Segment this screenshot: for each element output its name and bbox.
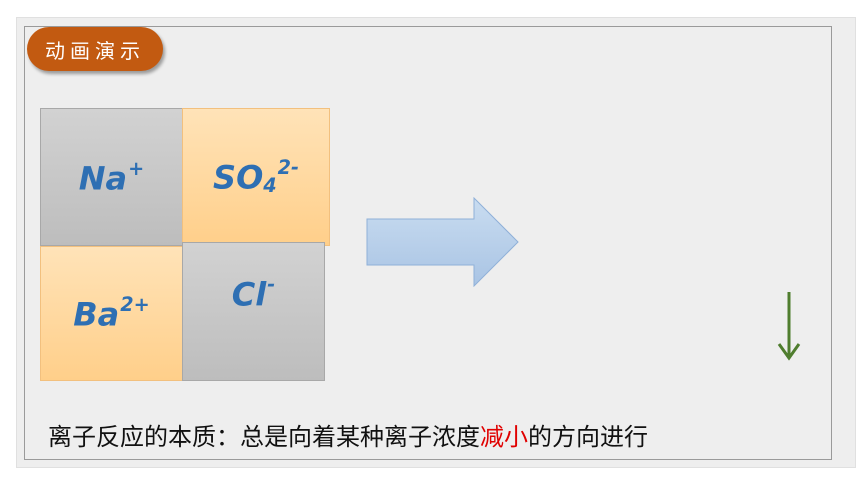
ion-label-chloride: Cl- bbox=[231, 273, 276, 314]
animation-demo-button[interactable]: 动画演示 bbox=[27, 27, 163, 71]
content-frame bbox=[24, 26, 832, 460]
right-arrow-icon bbox=[366, 197, 519, 287]
caption-text: 离子反应的本质：总是向着某种离子浓度减小的方向进行 bbox=[48, 420, 648, 454]
caption-highlight: 减小 bbox=[480, 423, 528, 451]
caption-after: 的方向进行 bbox=[528, 423, 648, 451]
down-arrow-icon bbox=[777, 292, 801, 361]
ion-label-sodium: Na+ bbox=[78, 156, 145, 198]
ion-tile-sulfate[interactable]: SO42- bbox=[182, 108, 330, 246]
ion-label-barium: Ba2+ bbox=[73, 293, 150, 334]
ion-tile-barium[interactable]: Ba2+ bbox=[40, 246, 183, 381]
ion-tile-chloride[interactable]: Cl- bbox=[182, 242, 325, 381]
badge-label: 动画演示 bbox=[45, 38, 145, 63]
ion-label-sulfate: SO42- bbox=[213, 156, 299, 198]
caption-before: 离子反应的本质：总是向着某种离子浓度 bbox=[48, 423, 480, 451]
ion-tile-sodium[interactable]: Na+ bbox=[40, 108, 183, 246]
